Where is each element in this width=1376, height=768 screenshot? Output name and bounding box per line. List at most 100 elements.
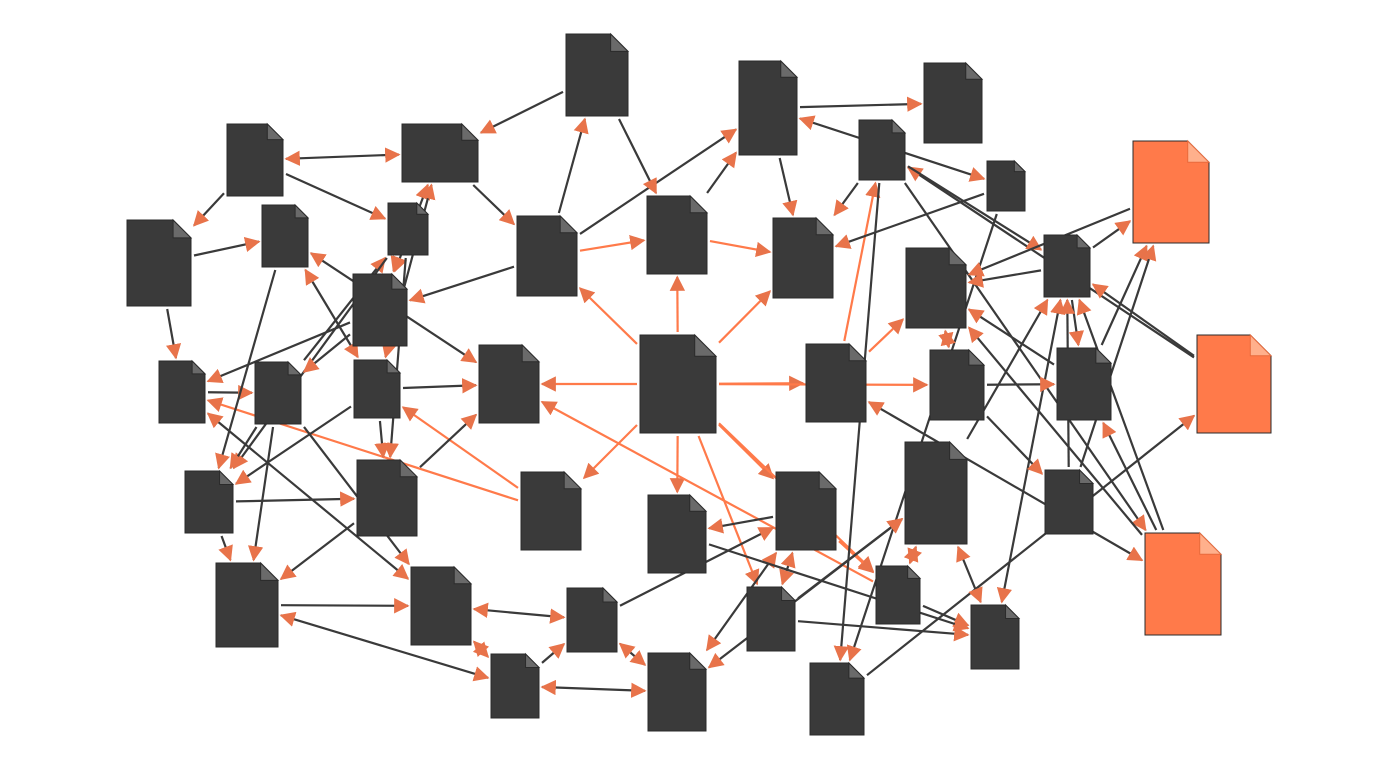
- document-body: [746, 586, 796, 652]
- document-body: [929, 349, 985, 421]
- document-icon: [254, 360, 303, 425]
- edge-e4-e5: [799, 96, 923, 112]
- edge-a1-a2: [284, 147, 401, 166]
- document-fold: [386, 358, 402, 374]
- edge-d5-d8: [986, 415, 1044, 475]
- document-icon: [746, 585, 797, 652]
- document-icon: [401, 122, 480, 183]
- document-icon: [1044, 468, 1095, 535]
- document-body: [858, 119, 906, 181]
- document-icon: [809, 661, 866, 736]
- document-icon: [970, 603, 1021, 670]
- document-icon: [158, 359, 207, 424]
- edge-b4-b8: [247, 426, 275, 562]
- document-body: [809, 662, 865, 736]
- edge-b7-c6: [419, 413, 478, 468]
- document-body: [923, 62, 983, 144]
- edge-c5-d3: [779, 551, 796, 586]
- edge-a1-a3: [192, 192, 225, 227]
- edge-b7-b8: [279, 522, 355, 580]
- document-icon: [126, 218, 193, 307]
- document-body: [352, 273, 408, 347]
- edge-a4-b6: [215, 269, 277, 470]
- document-fold: [694, 333, 718, 357]
- document-icon: [215, 561, 280, 648]
- document-fold: [948, 246, 968, 266]
- document-icon: [875, 564, 922, 625]
- document-icon: [929, 348, 986, 421]
- edge-e6-c3: [834, 192, 985, 249]
- edge-b2-b4: [302, 333, 351, 373]
- edge-b8-b9: [280, 598, 410, 614]
- edge-b11-b12: [618, 642, 647, 666]
- document-fold: [1005, 603, 1021, 619]
- document-body: [490, 653, 540, 719]
- document-fold: [559, 214, 579, 234]
- document-body: [215, 562, 279, 648]
- document-icon: [1132, 139, 1211, 244]
- document-body: [261, 204, 309, 268]
- document-icon: [478, 343, 541, 424]
- document-fold: [287, 360, 303, 376]
- document-icon: [410, 565, 473, 646]
- document-icon: [353, 358, 402, 419]
- document-fold: [453, 565, 473, 585]
- document-icon: [986, 159, 1027, 212]
- highlight-edge-c-c1: [578, 287, 638, 345]
- document-icon: [775, 470, 838, 551]
- document-fold: [815, 216, 835, 236]
- edge-d5-d9: [986, 376, 1056, 393]
- edge-c1-b2: [408, 265, 515, 304]
- highlight-edge-d2-b5: [401, 406, 519, 489]
- document-icon: [904, 440, 969, 545]
- edge-d10-d9: [1068, 299, 1085, 347]
- edge-c1-e3: [557, 117, 589, 214]
- edge-a2-c1: [472, 184, 516, 226]
- document-icon: [387, 201, 430, 256]
- document-icon: [566, 586, 619, 653]
- document-icon: [647, 493, 708, 574]
- document-body: [738, 60, 798, 156]
- document-body: [566, 587, 618, 653]
- document-body: [353, 359, 401, 419]
- edge-a3-b3: [165, 308, 182, 360]
- edge-b10-b11: [541, 642, 566, 664]
- document-icon: [923, 61, 984, 144]
- document-fold: [521, 343, 541, 363]
- document-fold: [689, 493, 708, 512]
- document-fold: [563, 470, 583, 490]
- edge-d6-d7: [956, 545, 983, 604]
- document-fold: [260, 561, 280, 581]
- edge-d8-d11: [1079, 244, 1157, 468]
- edge-b6-b8: [218, 535, 233, 562]
- edge-c5-d1: [707, 515, 774, 534]
- document-body: [1044, 469, 1094, 535]
- document-body: [356, 459, 418, 537]
- edge-d1-d7: [708, 543, 970, 632]
- document-fold: [891, 118, 907, 134]
- document-body: [647, 652, 707, 732]
- document-icon: [356, 458, 419, 537]
- document-icon: [772, 216, 835, 299]
- document-fold: [391, 272, 409, 290]
- edge-e4-c3: [778, 157, 798, 217]
- document-fold: [818, 470, 838, 490]
- document-fold: [968, 348, 986, 366]
- document-body: [986, 160, 1026, 212]
- nodes-layer: [126, 32, 1273, 736]
- edge-d9-d11: [1100, 244, 1148, 346]
- document-fold: [689, 194, 709, 214]
- edge-a4-b5: [304, 268, 359, 359]
- highlight-edge-c-d2: [582, 424, 638, 480]
- document-body: [158, 360, 206, 424]
- document-icon: [858, 118, 907, 181]
- edge-b8-b10: [279, 611, 490, 682]
- edge-b4-b6: [229, 426, 258, 470]
- document-icon: [646, 194, 709, 275]
- edge-c1-e4: [579, 128, 738, 235]
- document-body: [254, 361, 302, 425]
- document-body: [772, 217, 834, 299]
- document-icon: [1043, 233, 1092, 298]
- document-fold: [848, 342, 868, 362]
